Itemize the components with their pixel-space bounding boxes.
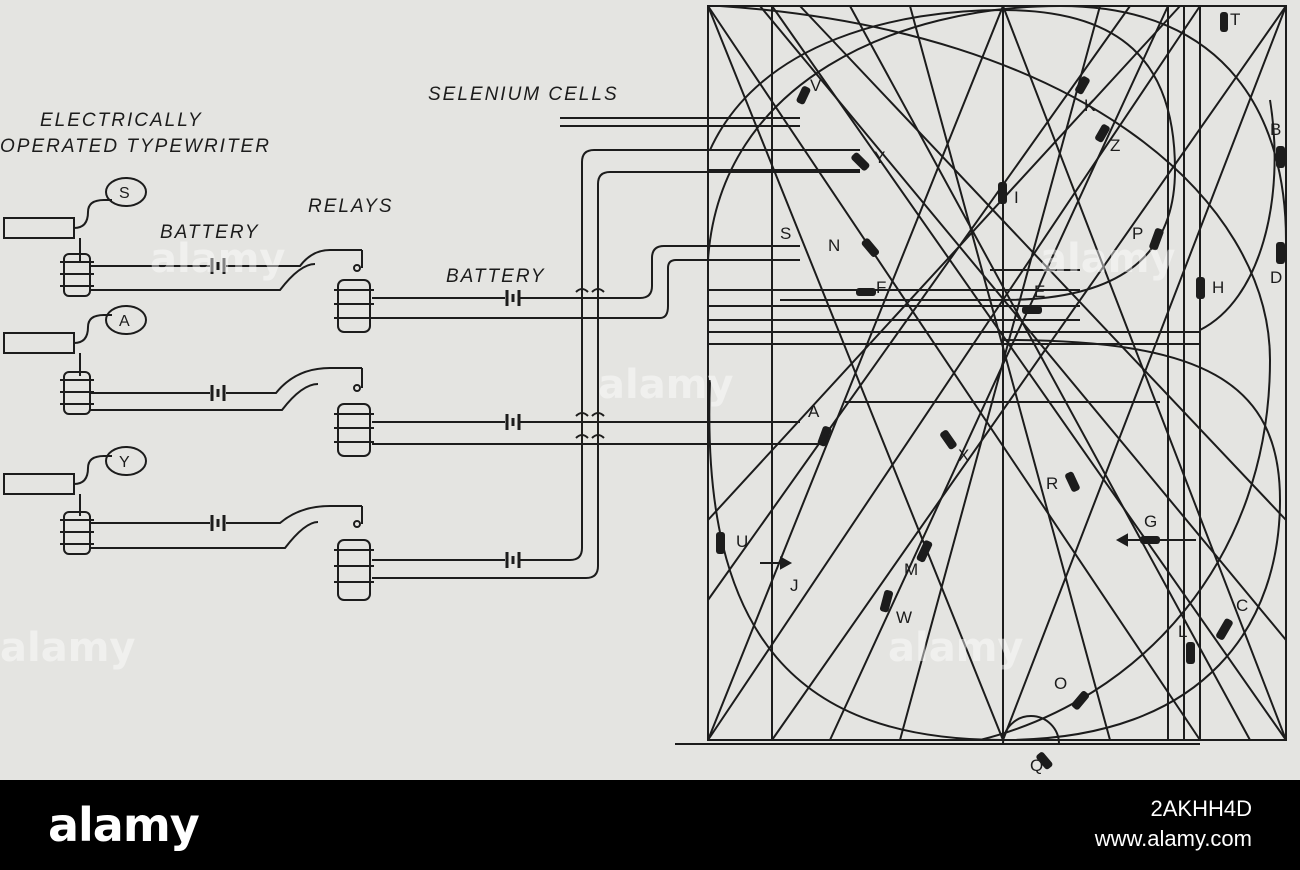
relay-batteries [505,290,521,568]
cell-label-h: H [1212,278,1225,297]
cell-label-b: B [1270,120,1282,139]
cell-label-z: Z [1110,136,1121,155]
cell-label-i: I [1014,188,1019,207]
key-y-mechanism [3,446,147,555]
cell-label-s: S [780,224,792,243]
cell-label-e: E [1034,282,1046,301]
relays-label: RELAYS [308,196,394,217]
relay-3 [334,505,374,601]
key-circuits [90,249,355,549]
cell-label-q: Q [1030,756,1044,775]
cell-label-d: D [1270,268,1283,287]
cell-label-c: C [1236,596,1249,615]
watermark: alamy [150,236,286,282]
key-label-a: A [119,313,130,330]
image-id: 2AKHH4D [1150,796,1252,821]
letter-frame [675,5,1287,745]
watermark: alamy [1040,236,1176,282]
cell-label-y: Y [874,148,886,167]
relay-to-cell-wiring [372,117,860,579]
typewriter-label-line2: OPERATED TYPEWRITER [0,136,271,157]
key-label-s: S [119,185,130,202]
cell-label-a: A [808,402,820,421]
battery-label-2: BATTERY [446,266,546,287]
relay-2 [334,367,374,457]
cell-label-j: J [790,576,799,595]
letter-curves [707,4,1287,742]
diagram-drawing: S A Y [3,4,1287,770]
wire-crossovers [575,288,605,439]
cell-label-u: U [736,532,749,551]
battery-label-1: BATTERY [160,222,260,243]
cell-label-p: P [1132,224,1144,243]
cell-label-v: V [810,76,822,95]
key-a-mechanism [3,305,147,415]
cell-label-t: T [1230,10,1241,29]
cell-label-o: O [1054,674,1068,693]
watermark: alamy [888,625,1024,671]
key-s-mechanism [3,177,147,297]
cell-label-n: N [828,236,841,255]
cell-label-w: W [896,608,913,627]
alamy-logo[interactable]: alamy [48,798,200,852]
cell-label-g: G [1144,512,1158,531]
selenium-cells-label: SELENIUM CELLS [428,84,619,105]
arrows [760,533,1196,570]
watermark: alamy [598,362,734,408]
site-url[interactable]: www.alamy.com [1094,826,1252,851]
cell-label-k: K [1084,96,1096,115]
circuit-diagram: S A Y ELECTRICALLY OPERATED TYPEWRITER S… [0,4,1287,775]
cell-label-m: M [904,560,919,579]
watermark: alamy [0,625,136,671]
typewriter-label-line1: ELECTRICALLY [40,110,203,131]
selenium-cells [716,12,1285,770]
relay-1 [334,249,374,333]
cell-label-l: L [1178,622,1188,641]
cell-label-r: R [1046,474,1059,493]
key-label-y: Y [119,454,130,471]
key-batteries [210,258,226,531]
footer-bar: alamy 2AKHH4D www.alamy.com [0,780,1300,870]
image-id-block: 2AKHH4D www.alamy.com [1095,794,1252,854]
cell-label-f: F [876,278,887,297]
cell-label-x: X [958,446,970,465]
